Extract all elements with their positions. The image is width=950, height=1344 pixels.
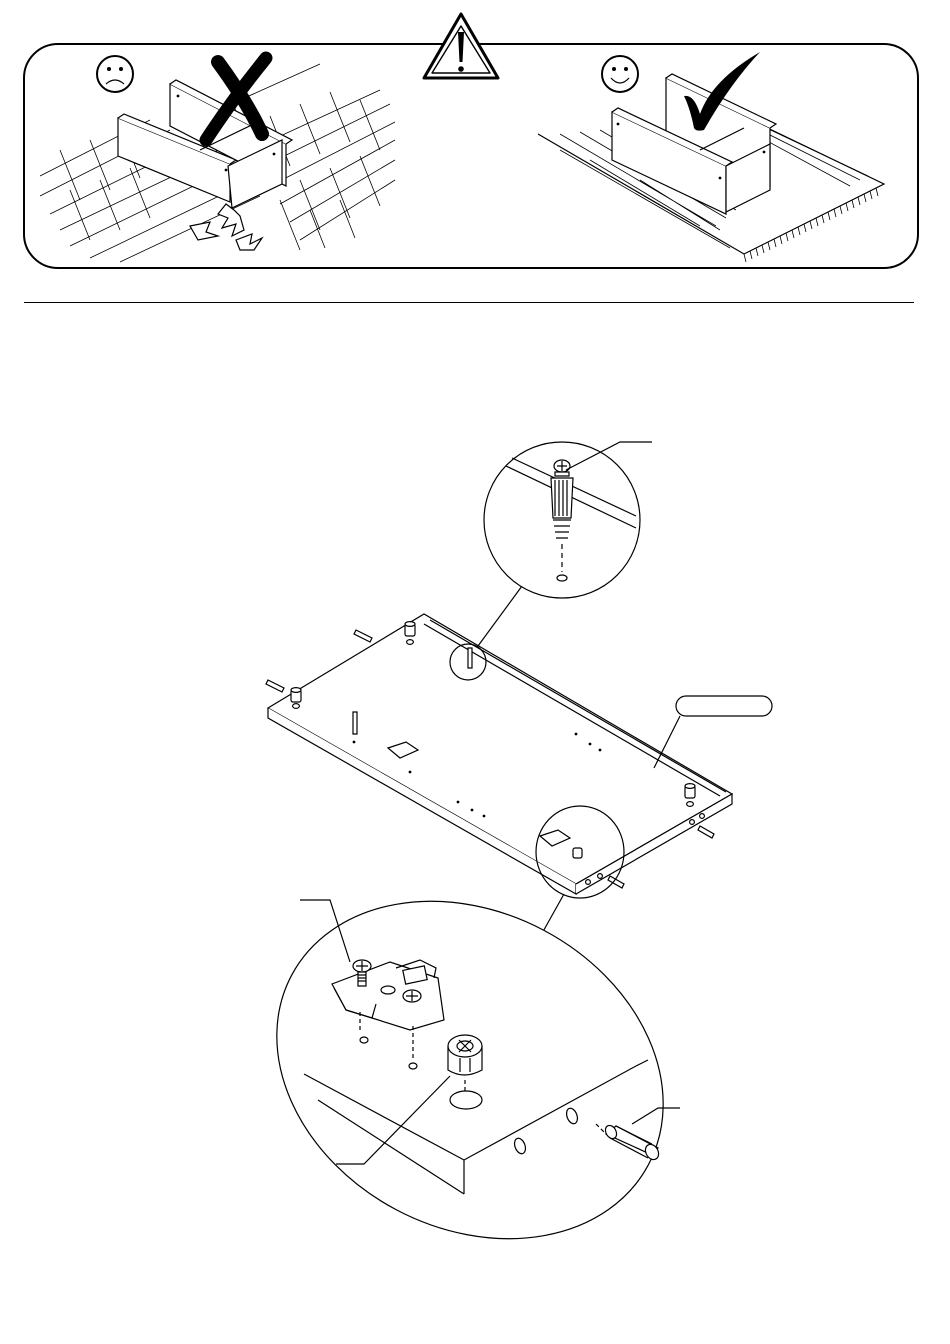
bottom-panel (268, 614, 732, 894)
cam-bolt-detail (450, 442, 652, 680)
part-label-bubble (654, 696, 772, 768)
